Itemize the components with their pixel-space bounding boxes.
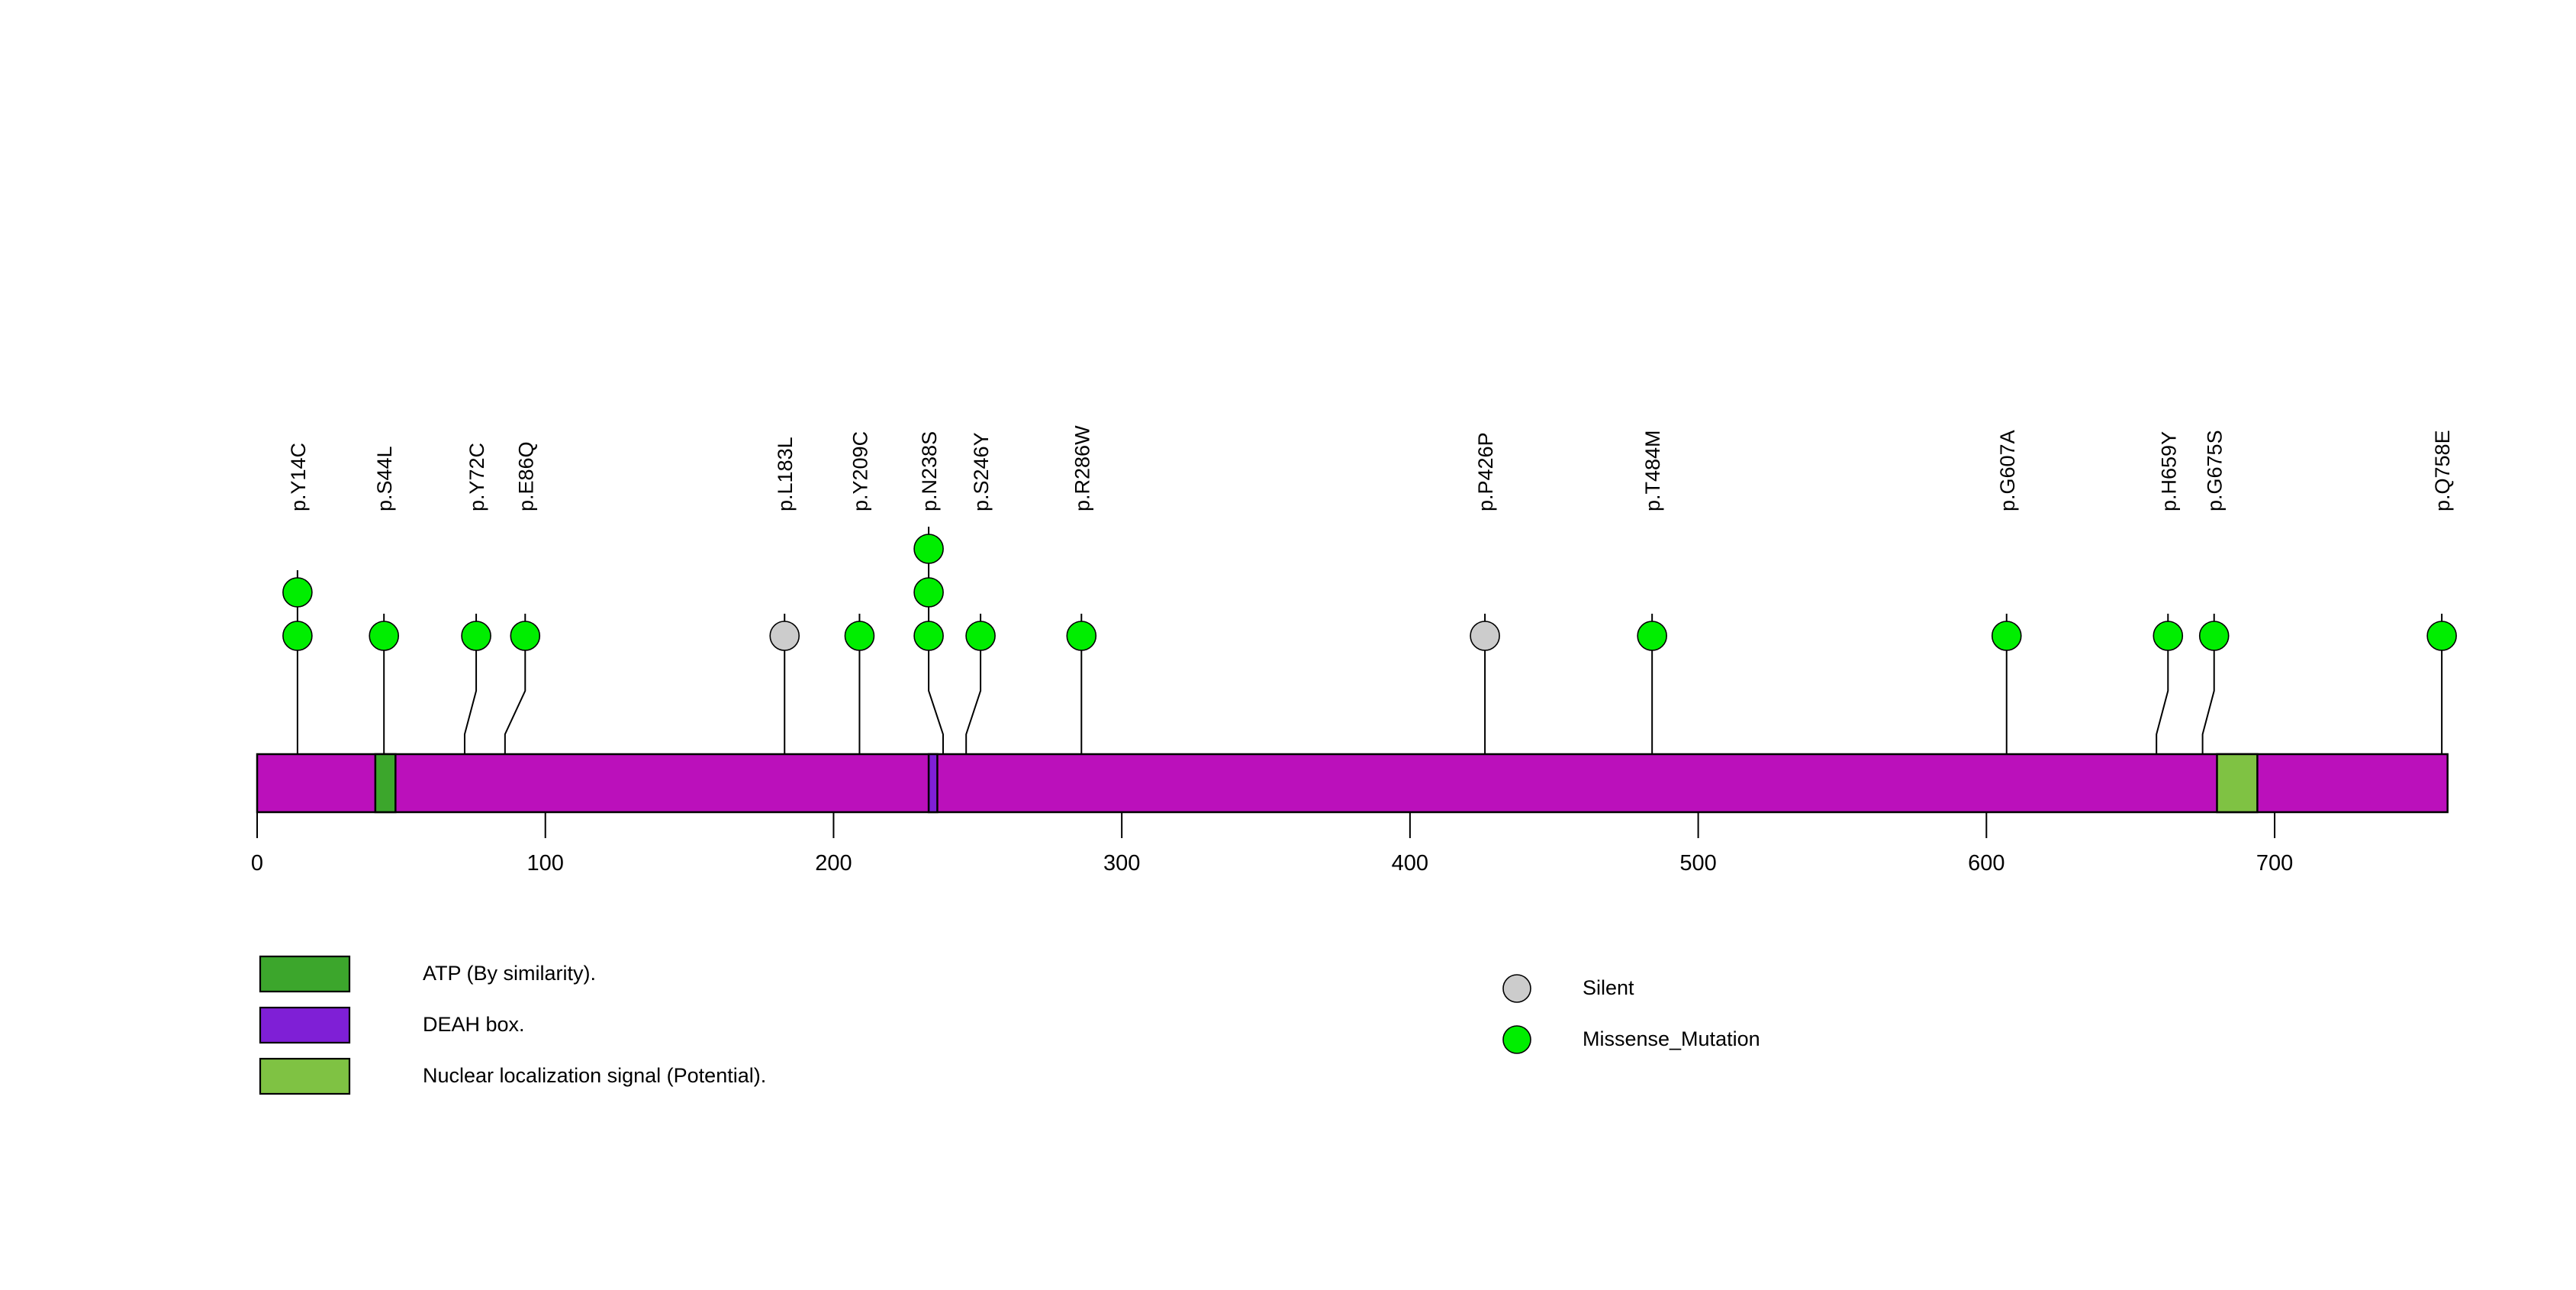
- mutation-label-p-T484M: p.T484M: [1641, 430, 1664, 511]
- protein-domains-group: ATP (By similarity). DEAH box. Nuclear loc…: [374, 753, 2259, 814]
- x-axis-tick-label-100: 100: [527, 851, 564, 876]
- mutation-node-p-S246Y[interactable]: p.S246Y (Missense_Mutation): [965, 621, 996, 651]
- x-axis-tick-label-400: 400: [1392, 851, 1428, 876]
- domain-legend-label-0: ATP (By similarity).: [423, 962, 596, 985]
- mutation-label-p-G607A: p.G607A: [1996, 430, 2019, 511]
- x-axis-tick-label-200: 200: [815, 851, 852, 876]
- mutation-node-p-N238S[interactable]: p.N238S (Missense_Mutation): [913, 577, 944, 608]
- protein-domain-region-2[interactable]: Nuclear localization signal (Potential).: [2216, 753, 2259, 814]
- mutation-node-p-Y14C[interactable]: p.Y14C (Missense_Mutation): [282, 621, 313, 651]
- x-axis-tick-label-600: 600: [1968, 851, 2004, 876]
- mutation-node-p-E86Q[interactable]: p.E86Q (Missense_Mutation): [510, 621, 541, 651]
- mutation-label-p-Y14C: p.Y14C: [287, 443, 310, 511]
- mutation-legend-marker-1: [1502, 1025, 1531, 1054]
- mutation-label-p-E86Q: p.E86Q: [514, 441, 537, 511]
- mutation-label-p-G675S: p.G675S: [2204, 430, 2227, 511]
- domain-legend-swatch-0: [259, 955, 351, 993]
- protein-backbone-bar: [256, 753, 2449, 814]
- mutation-node-p-G675S[interactable]: p.G675S (Missense_Mutation): [2198, 621, 2230, 651]
- mutation-label-p-S44L: p.S44L: [373, 446, 396, 511]
- mutation-node-p-G607A[interactable]: p.G607A (Missense_Mutation): [1991, 621, 2022, 651]
- x-axis-tick-label-700: 700: [2256, 851, 2293, 876]
- mutation-label-p-Q758E: p.Q758E: [2431, 430, 2454, 511]
- mutation-node-p-Y209C[interactable]: p.Y209C (Missense_Mutation): [844, 621, 875, 651]
- mutation-legend-marker-0: [1502, 974, 1531, 1003]
- mutation-node-p-Y72C[interactable]: p.Y72C (Missense_Mutation): [461, 621, 491, 651]
- x-axis-group: 0 100 200 300 400 500 600 700: [251, 812, 2293, 876]
- protein-backbone-group: [256, 753, 2449, 814]
- mutation-nodes-group[interactable]: p.Y14C (Missense_Mutation) p.Y14C (Missen…: [282, 534, 2457, 651]
- domain-legend-label-2: Nuclear localization signal (Potential).: [423, 1064, 766, 1087]
- domain-legend-swatch-2: [259, 1057, 351, 1095]
- mutation-node-p-H659Y[interactable]: p.H659Y (Missense_Mutation): [2153, 621, 2184, 651]
- protein-domain-region-1[interactable]: DEAH box.: [927, 753, 939, 814]
- mutation-label-p-S246Y: p.S246Y: [970, 432, 993, 511]
- mutation-label-p-R286W: p.R286W: [1071, 425, 1093, 511]
- mutation-node-p-L183L[interactable]: p.L183L (Silent): [769, 621, 800, 651]
- mutation-node-p-P426P[interactable]: p.P426P (Silent): [1470, 621, 1500, 651]
- domain-legend-label-1: DEAH box.: [423, 1013, 525, 1036]
- mutation-legend-label-0: Silent: [1583, 976, 1634, 999]
- mutation-node-p-N238S[interactable]: p.N238S (Missense_Mutation): [913, 621, 944, 651]
- mutation-node-p-S44L[interactable]: p.S44L (Missense_Mutation): [369, 621, 399, 651]
- mutation-label-p-N238S: p.N238S: [918, 431, 941, 511]
- mutation-node-p-R286W[interactable]: p.R286W (Missense_Mutation): [1066, 621, 1097, 651]
- protein-domain-region-0[interactable]: ATP (By similarity).: [374, 753, 397, 814]
- mutation-label-p-H659Y: p.H659Y: [2157, 431, 2180, 511]
- mutation-labels-group: p.Y14C p.S44L p.Y72C p.E86Q p.L183L p.Y209C p.…: [287, 425, 2454, 511]
- domain-legend-swatch-1: [259, 1006, 351, 1044]
- domain-legend-group: ATP (By similarity). DEAH box. Nuclear loc…: [259, 955, 766, 1095]
- x-axis-tick-label-500: 500: [1679, 851, 1716, 876]
- mutation-label-p-L183L: p.L183L: [774, 437, 797, 511]
- x-axis-tick-label-300: 300: [1103, 851, 1140, 876]
- mutation-node-p-Q758E[interactable]: p.Q758E (Missense_Mutation): [2426, 621, 2457, 651]
- mutation-label-p-Y209C: p.Y209C: [848, 431, 871, 511]
- mutation-node-p-T484M[interactable]: p.T484M (Missense_Mutation): [1637, 621, 1667, 651]
- x-axis-tick-label-0: 0: [251, 851, 263, 876]
- mutation-node-p-N238S[interactable]: p.N238S (Missense_Mutation): [913, 534, 944, 564]
- mutation-legend-label-1: Missense_Mutation: [1583, 1027, 1760, 1050]
- mutation-label-p-P426P: p.P426P: [1474, 432, 1497, 511]
- mutation-label-p-Y72C: p.Y72C: [465, 443, 488, 511]
- mutation-node-p-Y14C[interactable]: p.Y14C (Missense_Mutation): [282, 577, 313, 608]
